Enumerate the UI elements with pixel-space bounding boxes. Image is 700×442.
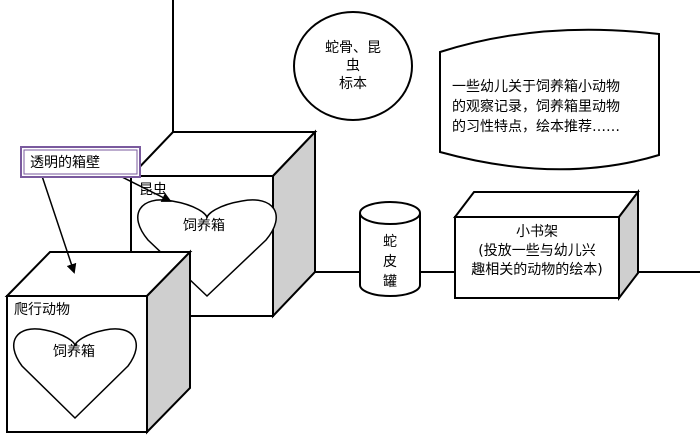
bookshelf-line-3: 趣相关的动物的绘本) [471, 262, 602, 278]
specimen-line-2: 虫 [346, 58, 360, 74]
callout-label: 透明的箱壁 [30, 155, 100, 171]
note-banner-shape [439, 28, 660, 171]
bookshelf-line-2: (投放一些与幼儿兴 [478, 243, 595, 259]
insect-category-label: 昆虫 [139, 182, 167, 198]
observation-note-banner: 一些幼儿关于饲养箱小动物 的观察记录，饲养箱里动物 的习性特点，绘本推荐…… [439, 28, 660, 171]
jar-char-1: 蛇 [383, 234, 397, 250]
specimen-circle: 蛇骨、昆 虫 标本 [293, 11, 413, 121]
insect-heart-label: 饲养箱 [183, 218, 225, 234]
callout-inner-border [23, 149, 138, 175]
jar-lid [359, 201, 421, 225]
reptile-terrarium: 爬行动物 饲养箱 [4, 249, 193, 435]
bookshelf-top [452, 191, 641, 218]
arrow-to-reptile-box [41, 175, 77, 274]
jar-char-3: 罐 [383, 274, 397, 290]
note-line-3: 的习性特点，绘本推荐…… [452, 119, 620, 135]
transparent-wall-callout: 透明的箱壁 [20, 146, 141, 178]
bookshelf-front [454, 216, 620, 299]
bookshelf: 小书架 (投放一些与幼儿兴 趣相关的动物的绘本) [452, 189, 641, 301]
reptile-heart-icon [12, 328, 138, 420]
specimen-circle-outline [293, 11, 413, 121]
note-line-2: 的观察记录，饲养箱里动物 [452, 98, 620, 115]
reptile-heart-label: 饲养箱 [53, 344, 95, 360]
jar-char-2: 皮 [383, 254, 397, 270]
note-line-1: 一些幼儿关于饲养箱小动物 [452, 79, 620, 95]
callout-outer-border [20, 146, 141, 178]
insect-heart-icon [137, 199, 277, 298]
callout-arrows [41, 175, 172, 274]
jar-body [359, 213, 421, 297]
arrow-to-insect-box [119, 175, 172, 202]
specimen-line-3: 标本 [339, 76, 367, 92]
reptile-category-label: 爬行动物 [14, 302, 70, 318]
specimen-line-1: 蛇骨、昆 [325, 40, 381, 56]
bookshelf-line-1: 小书架 [516, 224, 558, 240]
snake-skin-jar: 蛇 皮 罐 [359, 201, 421, 297]
